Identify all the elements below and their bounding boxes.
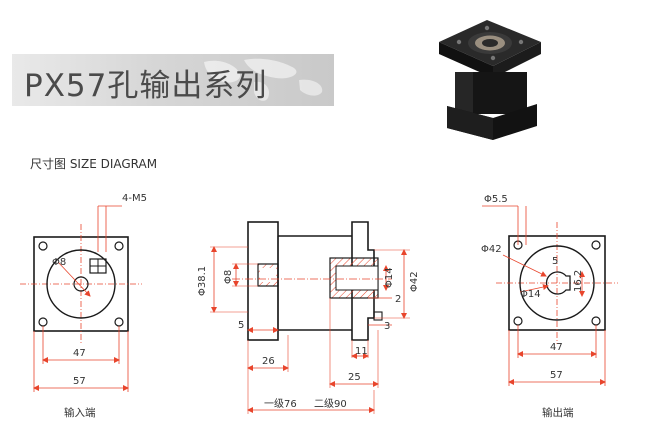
side-dim-11-label: 11: [355, 346, 368, 357]
title-banner: PX57孔输出系列: [12, 54, 334, 106]
side-dia-14-label: Φ14: [384, 267, 395, 288]
output-key-width-label: 5: [552, 256, 558, 267]
side-dim-25-label: 25: [348, 372, 361, 383]
input-bore-label: Φ8: [52, 257, 66, 268]
output-dim-47-label: 47: [550, 342, 563, 353]
side-length-stage2-label: 二级90: [314, 398, 347, 410]
input-dim-47-label: 47: [73, 348, 86, 359]
section-title: 尺寸图 SIZE DIAGRAM: [30, 157, 158, 171]
input-hole-spec-label: 4-M5: [122, 193, 147, 204]
page-title: PX57孔输出系列: [24, 68, 268, 104]
side-dim-3-label: 3: [384, 321, 390, 332]
input-end-caption: 输入端: [64, 406, 96, 419]
side-dim-2-label: 2: [395, 294, 401, 305]
side-dim-5-label: 5: [238, 320, 244, 331]
output-dim-57-label: 57: [550, 370, 563, 381]
gearbox-product-image: [439, 20, 541, 140]
side-section-view: Φ38.1 Φ8 Φ14 Φ42 5 26 2 3 11 25 一级76 二级9…: [197, 221, 420, 414]
output-bore-label: Φ14: [520, 289, 541, 300]
output-hole-dia-label: Φ5.5: [484, 194, 508, 205]
side-length-stage1-label: 一级76: [264, 398, 297, 410]
input-dim-57-label: 57: [73, 376, 86, 387]
world-map-watermark: [204, 58, 323, 101]
side-dia-42-label: Φ42: [409, 271, 420, 292]
side-dia-38-label: Φ38.1: [197, 266, 208, 296]
input-end-view: 4-M5 Φ8 47 57 输入端: [20, 193, 147, 419]
output-end-caption: 输出端: [542, 406, 574, 419]
output-end-view: Φ5.5 Φ42 5 Φ14 16.2 47 57 输出端: [481, 194, 618, 419]
side-dia-8-label: Φ8: [223, 270, 234, 284]
side-dim-26-label: 26: [262, 356, 275, 367]
output-pcd-label: Φ42: [481, 244, 502, 255]
output-key-depth-label: 16.2: [573, 270, 584, 292]
